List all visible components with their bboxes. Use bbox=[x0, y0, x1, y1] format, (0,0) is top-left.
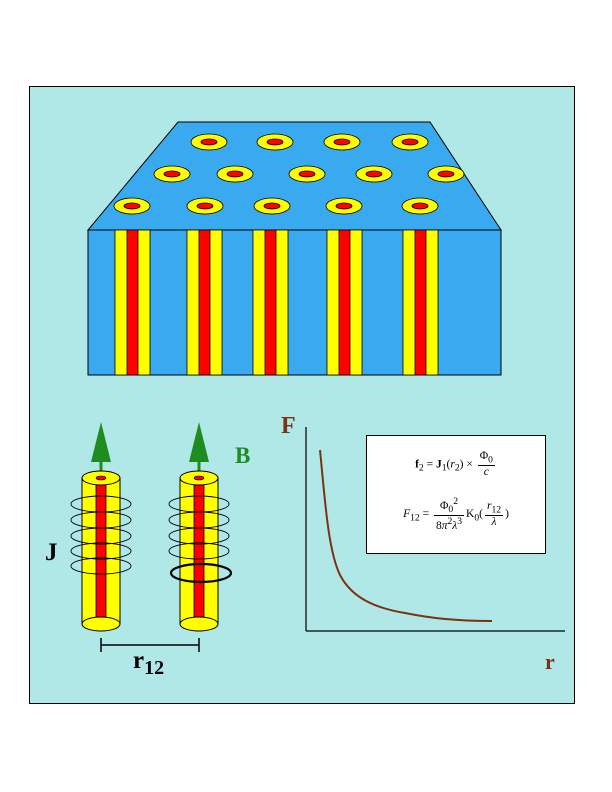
force-axis-label: F bbox=[281, 413, 296, 439]
current-loops bbox=[70, 495, 132, 575]
vortex-column bbox=[114, 229, 151, 376]
force-curve bbox=[319, 449, 493, 622]
superconductor-slab bbox=[86, 121, 502, 376]
vortex-2 bbox=[168, 422, 233, 632]
separation-label: r12 bbox=[133, 647, 164, 678]
vortex-column bbox=[326, 229, 363, 376]
vortex-1 bbox=[70, 422, 132, 632]
vortex-top-row-3 bbox=[113, 197, 439, 215]
current-label: J bbox=[45, 539, 58, 566]
induced-current-loop bbox=[169, 562, 233, 584]
force-plot bbox=[305, 427, 565, 632]
separation-label-subscript: 12 bbox=[144, 657, 165, 679]
field-arrow bbox=[91, 422, 111, 475]
vortex-column bbox=[186, 229, 223, 376]
vortex-top-row-2 bbox=[153, 165, 465, 183]
vortex-column bbox=[402, 229, 439, 376]
distance-axis-label: r bbox=[545, 649, 555, 674]
current-loops bbox=[168, 495, 230, 560]
vortex-column bbox=[252, 229, 289, 376]
field-label: B bbox=[235, 443, 251, 468]
separation-bar bbox=[100, 638, 200, 652]
separation-label-main: r bbox=[133, 647, 145, 674]
vortex-top-row-1 bbox=[190, 133, 429, 151]
field-arrow bbox=[189, 422, 209, 475]
